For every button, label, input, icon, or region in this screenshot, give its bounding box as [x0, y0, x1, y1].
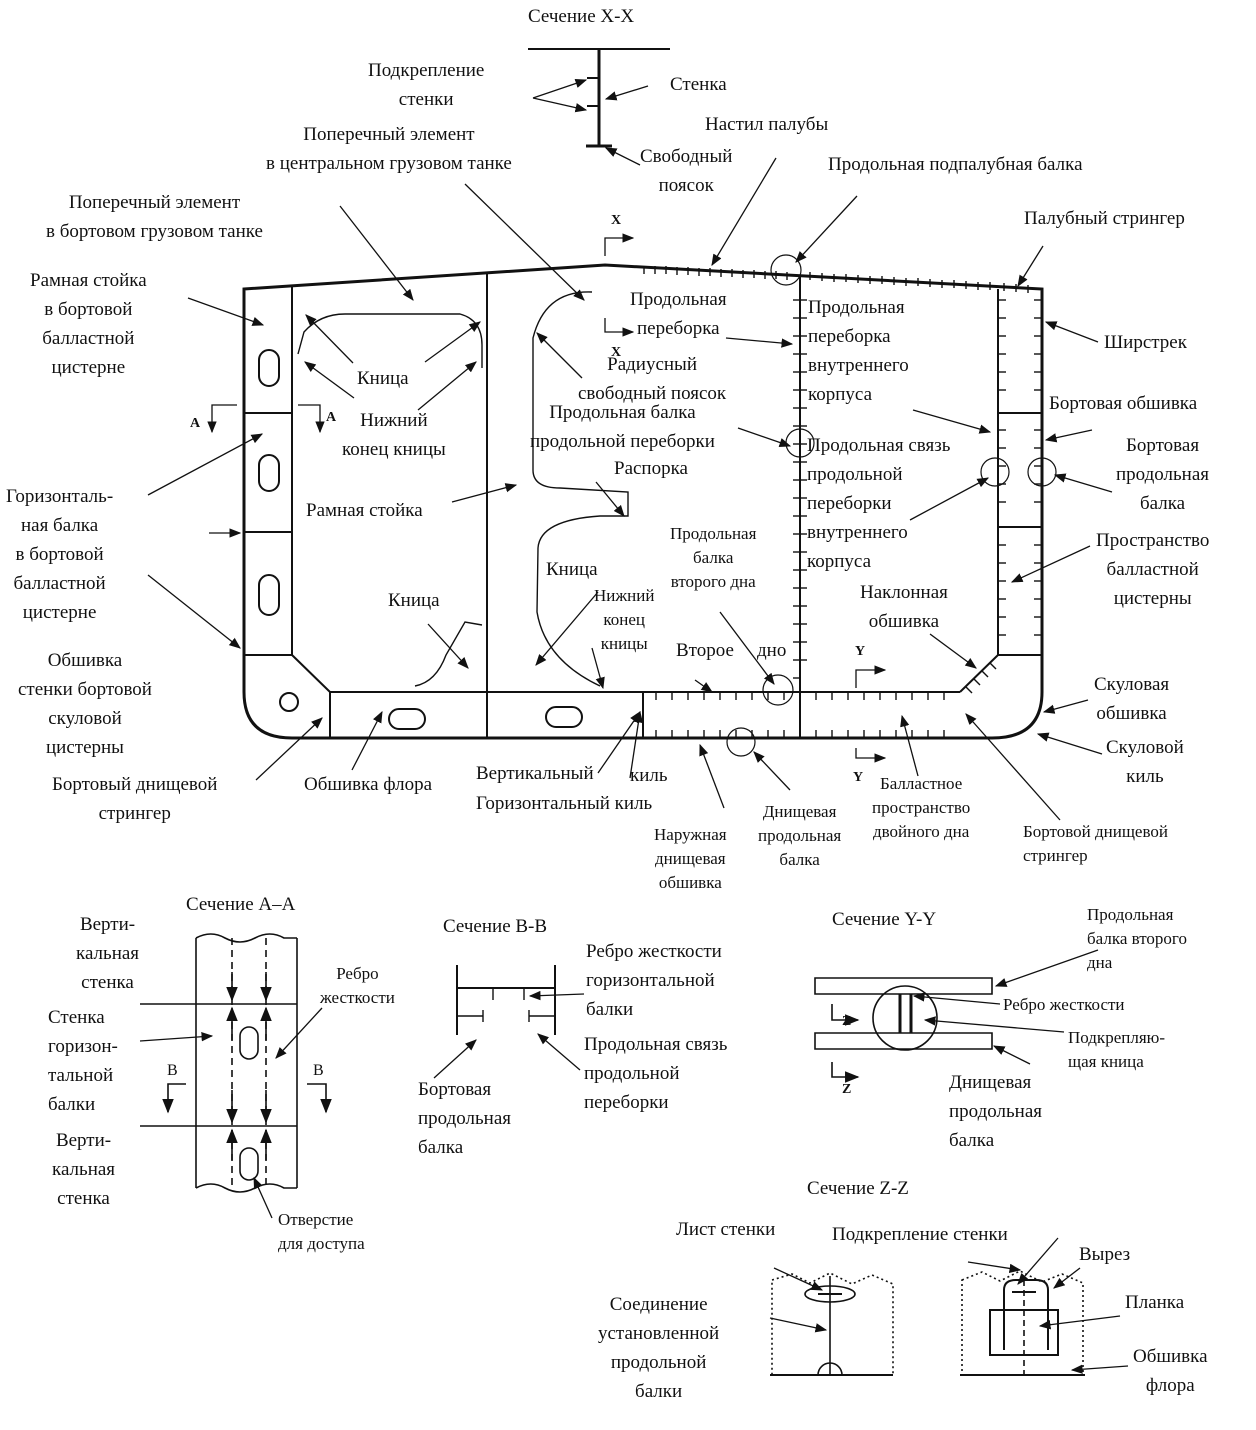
- label-vertical-web-ballast: Рамная стойка в бортовой балластной цист…: [30, 270, 147, 378]
- label-keel-word: киль: [630, 765, 668, 786]
- label-bracket-3: Кница: [388, 590, 440, 611]
- section-mark-y-top: Y: [855, 644, 866, 659]
- section-mark-x-bottom: X: [611, 345, 622, 360]
- label-supporting-bracket-yy: Подкрепляю- щая кница: [1068, 1028, 1166, 1071]
- label-side-shell: Бортовая обшивка: [1049, 393, 1198, 414]
- label-transverse-center: Поперечный элемент в центральном грузово…: [266, 124, 512, 174]
- label-bottom-longitudinal: Днищевая продольная балка: [758, 802, 842, 869]
- label-floor-plating: Обшивка флора: [304, 774, 433, 795]
- label-inner-bottom-2: дно: [757, 640, 787, 661]
- label-section-zz: Сечение Z-Z: [807, 1178, 909, 1199]
- label-transverse-wing: Поперечный элемент в бортовом грузовом т…: [46, 192, 263, 242]
- label-cross-tie: Распорка: [614, 458, 688, 479]
- label-bottom-longitudinal-yy: Днищевая продольная балка: [949, 1072, 1043, 1151]
- longitudinal-ticks: [644, 266, 1042, 738]
- label-lower-end-bracket-1: Нижний конец кницы: [342, 410, 446, 460]
- section-mark-x-top: X: [611, 213, 622, 228]
- label-hopper-web: Обшивка стенки бортовой скуловой цистерн…: [18, 650, 152, 758]
- label-bilge-keel: Скуловой киль: [1106, 737, 1184, 787]
- section-mark-a-left: А: [190, 416, 201, 431]
- label-web-stiffener-zz: Подкрепление стенки: [832, 1224, 1008, 1245]
- label-free-flange: Свободный поясок: [640, 146, 733, 196]
- label-radiused-flange: Радиусный свободный поясок: [578, 354, 727, 404]
- label-bilge-plating: Скуловая обшивка: [1094, 674, 1170, 724]
- label-inner-bulkhead-longitudinal: Продольная связь продольной переборки вн…: [807, 435, 951, 572]
- section-mark-y-bottom: Y: [853, 770, 864, 785]
- leader-lines: [140, 78, 1128, 1374]
- label-stiffener-yy: Ребро жесткости: [1003, 995, 1125, 1014]
- label-deck-plating: Настил палубы: [705, 114, 829, 135]
- section-zz-sketch: [770, 1271, 1085, 1375]
- label-fitted-longitudinal-zz: Соединение установленной продольной балк…: [598, 1294, 720, 1402]
- label-girder-web-aa: Стенка горизон- тальной балки: [48, 1007, 118, 1115]
- label-side-longitudinal: Бортовая продольная балка: [1116, 435, 1210, 514]
- label-horizontal-keel: Горизонтальный киль: [476, 793, 653, 814]
- label-vertical-keel: Вертикальный: [476, 763, 594, 784]
- label-lower-end-bracket-2: Нижний конец кницы: [594, 586, 655, 653]
- label-side-longitudinal-bb: Бортовая продольная балка: [418, 1079, 512, 1158]
- label-bracket-2: Кница: [546, 559, 598, 580]
- label-floor-plating-zz: Обшивка флора: [1133, 1346, 1208, 1396]
- label-section-xx: Сечение X-X: [528, 6, 635, 27]
- label-inner-bottom-longitudinal: Продольная балка второго дна: [670, 524, 757, 591]
- label-inner-bottom-longitudinal-yy: Продольная балка второго дна: [1087, 905, 1187, 972]
- label-inner-bottom: Второе: [676, 640, 734, 661]
- label-longitudinal-bulkhead: Продольная переборка: [630, 289, 727, 339]
- label-horizontal-girder: Горизонталь- ная балка в бортовой баллас…: [6, 486, 114, 623]
- label-web-stiffener: Подкрепление стенки: [368, 60, 485, 110]
- label-bulkhead-longitudinal-bb: Продольная связь продольной переборки: [584, 1034, 728, 1113]
- label-cutout-zz: Вырез: [1079, 1244, 1131, 1265]
- label-deck-stringer: Палубный стрингер: [1024, 208, 1185, 229]
- label-ballast-space: Пространство балластной цистерны: [1096, 530, 1210, 609]
- label-section-yy: Сечение Y-Y: [832, 909, 937, 930]
- label-hopper-plating: Наклонная обшивка: [860, 582, 948, 632]
- label-section-bb: Сечение В-В: [443, 916, 548, 937]
- label-access-opening: Отверстие для доступа: [278, 1210, 365, 1253]
- section-mark-z-top: Z: [842, 1014, 852, 1029]
- label-deck-longitudinal: Продольная подпалубная балка: [828, 154, 1083, 175]
- section-cut-markers: [207, 233, 887, 763]
- label-girder-stiffener-bb: Ребро жесткости горизонтальной балки: [586, 941, 722, 1020]
- label-web-plate-zz: Лист стенки: [676, 1219, 776, 1240]
- label-bottom-shell: Наружная днищевая обшивка: [654, 825, 727, 892]
- label-vertical-web-aa-top: Верти- кальная стенка: [76, 914, 140, 993]
- label-bulkhead-longitudinal: Продольная балка продольной переборки: [530, 402, 715, 452]
- label-vertical-web: Рамная стойка: [306, 500, 423, 521]
- label-vertical-web-aa-bottom: Верти- кальная стенка: [52, 1130, 116, 1209]
- section-aa-sketch: [140, 934, 332, 1192]
- section-xx-sketch: [528, 49, 670, 146]
- hull-outline: [244, 265, 1042, 738]
- label-bottom-side-girder-right: Бортовой днищевой стрингер: [1023, 822, 1168, 865]
- section-mark-b-left: В: [167, 1062, 178, 1079]
- label-inner-hull-bulkhead: Продольная переборка внутреннего корпуса: [808, 297, 909, 405]
- section-mark-z-bottom: Z: [842, 1082, 852, 1097]
- section-mark-b-right: В: [313, 1062, 324, 1079]
- label-section-aa: Сечение А–А: [186, 894, 296, 915]
- label-collar-zz: Планка: [1125, 1292, 1185, 1313]
- label-bracket-1: Кница: [357, 368, 409, 389]
- label-stiffener-aa: Ребро жесткости: [320, 964, 395, 1007]
- detail-circles: [727, 255, 1056, 756]
- label-bottom-side-girder-left: Бортовый днищевой стрингер: [52, 774, 218, 824]
- label-web: Стенка: [670, 74, 727, 95]
- label-sheer-strake: Ширстрек: [1104, 332, 1187, 353]
- section-yy-sketch: [815, 978, 992, 1083]
- section-mark-a-right: А: [326, 410, 337, 425]
- label-double-bottom-ballast: Балластное пространство двойного дна: [872, 774, 971, 841]
- section-bb-sketch: [457, 965, 555, 1035]
